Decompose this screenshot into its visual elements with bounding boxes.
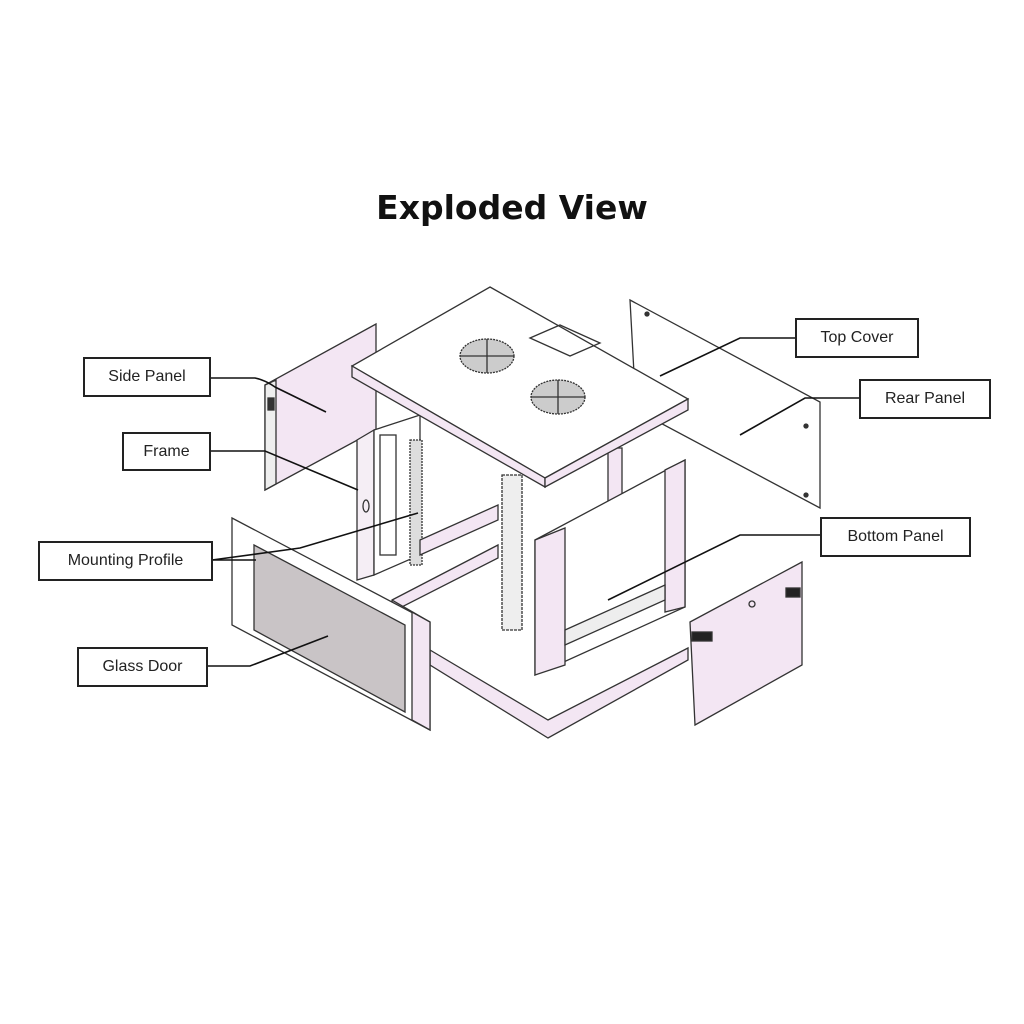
mounting-profile-shape <box>409 439 423 566</box>
label-frame: Frame <box>122 432 211 471</box>
label-top-cover: Top Cover <box>795 318 919 358</box>
label-mounting-profile: Mounting Profile <box>38 541 213 581</box>
glass-shape <box>253 543 406 714</box>
label-glass-door: Glass Door <box>77 647 208 687</box>
leader-lines <box>207 337 860 667</box>
label-rear-panel: Rear Panel <box>859 379 991 419</box>
bottom-panel-shape <box>689 560 803 727</box>
label-side-panel: Side Panel <box>83 357 211 397</box>
diagram-title: Exploded View <box>376 188 648 227</box>
label-bottom-panel: Bottom Panel <box>820 517 971 557</box>
frame-left-shape <box>356 428 375 581</box>
